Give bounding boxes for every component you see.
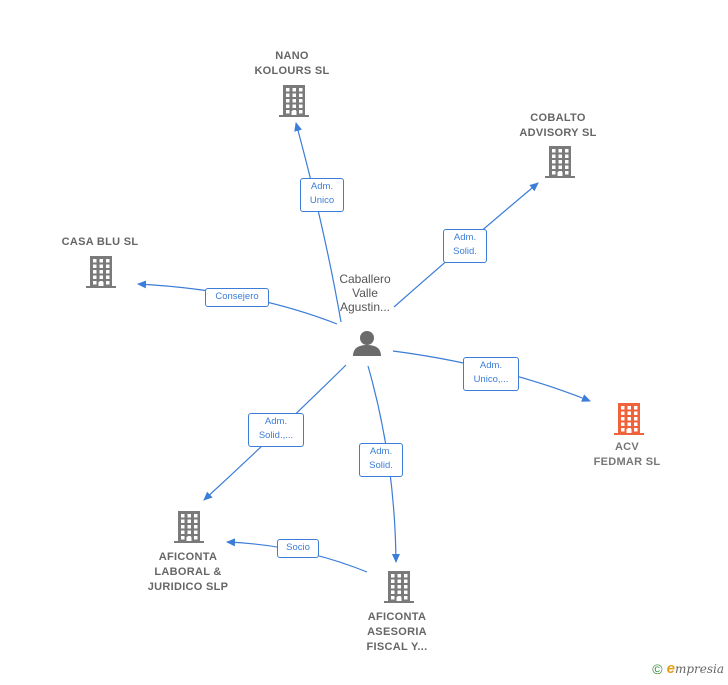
company-name-acv[interactable]: ACV FEDMAR SL [593,441,661,468]
copyright-symbol: © [652,660,663,677]
company-name-aficonta_asesoria[interactable]: AFICONTA ASESORIA FISCAL Y... [366,611,428,653]
company-name-cobalto[interactable]: COBALTO ADVISORY SL [519,112,597,139]
relation-label-nano[interactable]: Adm. Unico [300,178,344,212]
relation-edge-nano [294,122,342,323]
brand-name: mpresia [674,661,724,676]
relation-label-cobalto[interactable]: Adm. Solid. [443,229,487,263]
building-icon-aficonta_asesoria[interactable] [384,571,414,603]
relation-label-casablu[interactable]: Consejero [205,288,269,307]
brand-logo-icon: e [666,660,675,677]
building-icon-acv[interactable] [614,403,644,435]
company-name-casablu[interactable]: CASA BLU SL [61,236,139,248]
relation-label-aficonta_laboral[interactable]: Socio [277,539,319,558]
relation-label-aficonta_laboral[interactable]: Adm. Solid.,... [248,413,304,447]
building-icon-nano[interactable] [279,85,309,117]
relation-label-aficonta_asesoria[interactable]: Adm. Solid. [359,443,403,477]
building-icon-cobalto[interactable] [545,146,575,178]
person-name[interactable]: Caballero Valle Agustin... [339,272,391,314]
person-icon[interactable] [353,331,381,356]
company-name-aficonta_laboral[interactable]: AFICONTA LABORAL & JURIDICO SLP [147,551,229,593]
company-name-nano[interactable]: NANO KOLOURS SL [254,50,330,77]
building-icon-aficonta_laboral[interactable] [174,511,204,543]
relation-label-acv[interactable]: Adm. Unico,... [463,357,519,391]
building-icon-casablu[interactable] [86,256,116,288]
